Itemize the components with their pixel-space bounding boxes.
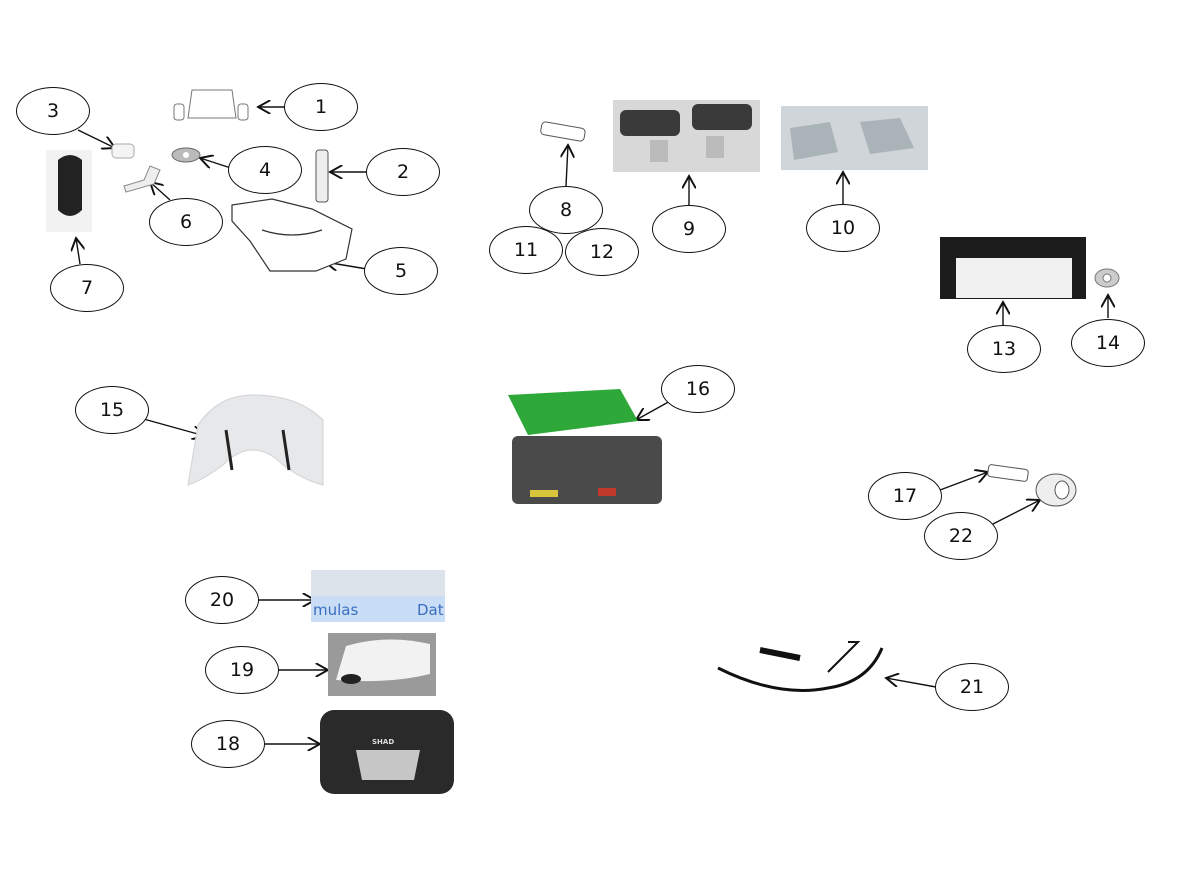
callout-20: 20 [185,576,259,624]
callout-5: 5 [364,247,438,295]
callout-3: 3 [16,87,90,135]
part-22-spacer [1035,473,1077,507]
part-8-pin [540,121,586,142]
part-20-left-text: mulas [313,601,359,619]
part-19-lid-cover-photo [328,633,436,696]
callout-17: 17 [868,472,942,520]
part-3-bolt [111,143,135,159]
callout-7: 7 [50,264,124,312]
part-2-bracket [315,149,329,203]
callout-14: 14 [1071,319,1145,367]
part-20-screenshot: mulas Dat [311,570,445,622]
callout-15: 15 [75,386,149,434]
callout-12: 12 [565,228,639,276]
callout-13: 13 [967,325,1041,373]
shad-logo: SHAD [372,738,394,746]
part-5-fairing [231,198,353,272]
callout-22: 22 [924,512,998,560]
callout-21: 21 [935,663,1009,711]
part-10-brackets-photo [781,106,928,170]
callout-4: 4 [228,146,302,194]
callout-16: 16 [661,365,735,413]
callout-9: 9 [652,205,726,253]
part-18-topcase-photo: SHAD [320,710,454,794]
callout-11: 11 [489,226,563,274]
callout-18: 18 [191,720,265,768]
callout-8: 8 [529,186,603,234]
part-21-cable [717,641,884,692]
part-14-washer [1094,268,1120,288]
part-9-footpegs-photo [613,100,760,172]
part-7-socket [46,150,92,232]
callout-6: 6 [149,198,223,246]
part-17-bolt [987,464,1029,482]
part-13-pad-photo [940,237,1086,299]
part-20-right-text: Dat [417,601,444,619]
part-4-washer [171,147,201,163]
part-6-clip [123,165,161,193]
leader-arrows [76,107,1108,744]
part-15-windscreen [187,394,324,486]
callout-1: 1 [284,83,358,131]
callout-19: 19 [205,646,279,694]
part-16-topcase-green-lid [508,389,662,504]
callout-10: 10 [806,204,880,252]
callout-2: 2 [366,148,440,196]
part-1-cover [173,89,249,121]
